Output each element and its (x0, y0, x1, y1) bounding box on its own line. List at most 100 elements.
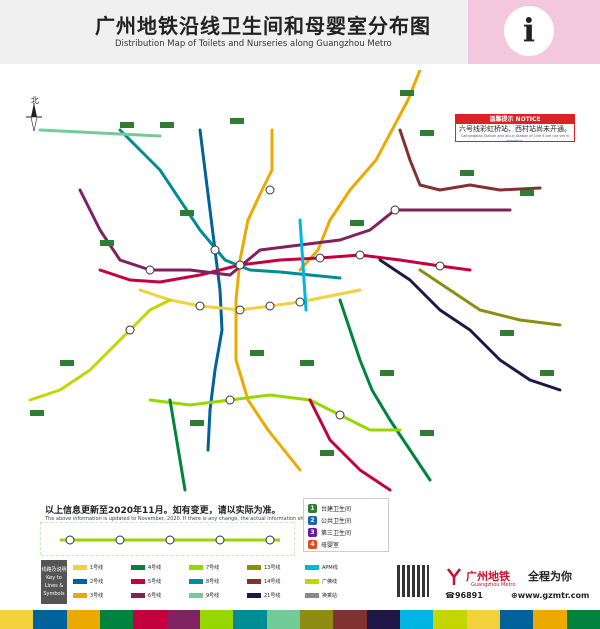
facility-badge (320, 450, 334, 456)
symbol-line-swatch (131, 579, 145, 584)
facility-badge (300, 360, 314, 366)
footer-slogan: 全程为你 (528, 570, 572, 583)
color-swatch (399, 610, 434, 629)
color-swatch (99, 610, 134, 629)
page-subtitle: Distribution Map of Toilets and Nurserie… (115, 39, 392, 49)
symbol-line-swatch (189, 579, 203, 584)
symbol-line-swatch (247, 579, 261, 584)
compass-label: 北 (31, 96, 39, 105)
station (125, 325, 135, 335)
symbol-text: 13号线 (264, 565, 281, 571)
station (355, 250, 365, 260)
legend-item: 3 第三卫生间 (308, 527, 351, 538)
footer-logo-cn: 广州地铁 (466, 570, 510, 583)
info-panel[interactable]: i (468, 0, 600, 64)
color-swatch (266, 610, 300, 629)
color-swatch (533, 610, 567, 629)
facility-badge (420, 130, 434, 136)
facility-badge (350, 220, 364, 226)
qr-code[interactable] (397, 565, 429, 597)
symbol-line-swatch (131, 565, 145, 570)
facility-badge (230, 118, 244, 124)
symbol-text: APM线 (322, 565, 338, 571)
line-guangfo (28, 298, 172, 402)
color-swatch (299, 610, 334, 629)
station (265, 185, 275, 195)
line-13 (418, 268, 562, 327)
line-9 (38, 128, 162, 138)
symbol-item: 13号线 (247, 564, 280, 571)
notice-sub: Caihongqiao Station and Xicun Station of… (460, 134, 570, 143)
footer-website[interactable]: ⊕www.gzmtr.com (511, 591, 590, 600)
facility-badge (30, 410, 44, 416)
color-swatch (366, 610, 400, 629)
symbol-text: 6号线 (148, 593, 162, 599)
station (235, 305, 245, 315)
symbol-item: APM线 (305, 564, 338, 571)
color-swatch (233, 610, 267, 629)
station (335, 410, 345, 420)
symbol-line-swatch (73, 593, 87, 598)
footer-phone[interactable]: ☎96891 (445, 591, 483, 600)
symbol-text: 换乘站 (322, 593, 338, 599)
facility-badge (460, 170, 474, 176)
color-strip (0, 610, 600, 629)
facility-badge (120, 122, 134, 128)
symbol-text: 7号线 (206, 565, 220, 571)
symbol-line-swatch (189, 565, 203, 570)
station (295, 297, 305, 307)
web-icon: ⊕ (511, 591, 518, 600)
color-swatch (433, 610, 467, 629)
legend-item: 2 公共卫生间 (308, 515, 351, 526)
line-21 (378, 258, 562, 392)
station (145, 265, 155, 275)
notice-box: 温馨提示 NOTICE 六号线彩虹桥站、西村站尚未开通。 Caihongqiao… (455, 114, 575, 143)
color-swatch (166, 610, 200, 629)
symbol-text: 3号线 (90, 593, 104, 599)
symbol-item: 14号线 (247, 578, 280, 585)
symbol-item: 8号线 (189, 578, 219, 585)
color-swatch (466, 610, 500, 629)
line-6 (78, 188, 512, 277)
page-title: 广州地铁沿线卫生间和母婴室分布图 (95, 14, 431, 38)
color-swatch (499, 610, 534, 629)
station (210, 245, 220, 255)
symbol-item: 3号线 (73, 592, 103, 599)
info-icon[interactable]: i (504, 6, 554, 56)
facility-badge (420, 430, 434, 436)
station (235, 260, 245, 270)
line-4-south (168, 398, 187, 492)
facility-badge (160, 122, 174, 128)
legend-item: 1 台建卫生间 (308, 503, 351, 514)
notice-body: 六号线彩虹桥站、西村站尚未开通。 (459, 125, 571, 133)
line-south (308, 398, 392, 492)
footer-logo-en: Guangzhou Metro (471, 582, 516, 588)
example-strip (40, 522, 295, 556)
symbol-text: 14号线 (264, 579, 281, 585)
line-apm (298, 218, 308, 312)
symbol-text: 21号线 (264, 593, 281, 599)
metro-map[interactable] (0, 70, 600, 500)
symbol-item: 6号线 (131, 592, 161, 599)
line-8 (118, 128, 342, 280)
symbol-item: 换乘站 (305, 592, 337, 599)
compass-icon (26, 103, 42, 132)
line-4 (338, 298, 432, 482)
symbol-line-swatch (305, 565, 319, 570)
station (315, 253, 325, 263)
facility-badge (180, 210, 194, 216)
symbol-item: 4号线 (131, 564, 161, 571)
symbol-text: 8号线 (206, 579, 220, 585)
facility-badge (540, 370, 554, 376)
symbol-line-swatch (305, 593, 319, 598)
symbol-item: 21号线 (247, 592, 280, 599)
symbol-line-swatch (305, 579, 319, 584)
symbol-item: 2号线 (73, 578, 103, 585)
line-5 (98, 253, 472, 284)
symbol-item: 7号线 (189, 564, 219, 571)
color-swatch (199, 610, 234, 629)
update-note-en: The above information is updated to Nove… (45, 516, 326, 522)
header: 广州地铁沿线卫生间和母婴室分布图 Distribution Map of Toi… (0, 0, 600, 64)
symbol-text: 9号线 (206, 593, 220, 599)
line-7 (148, 393, 402, 432)
